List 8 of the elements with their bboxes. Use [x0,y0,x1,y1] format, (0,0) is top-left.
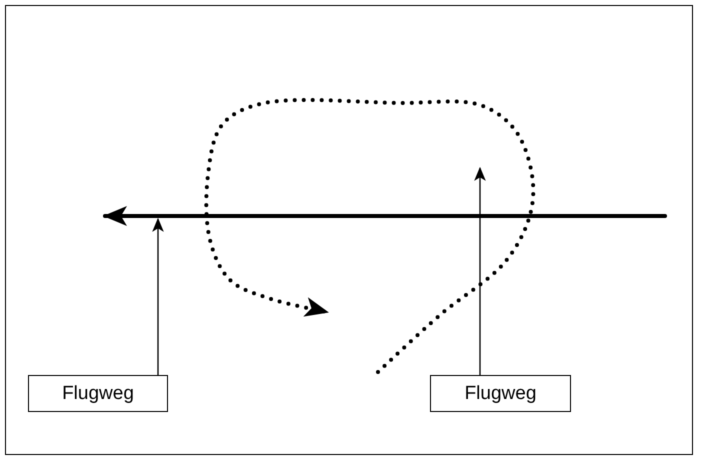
leader-line [474,166,486,375]
label-box [430,375,571,412]
flight-path [204,98,536,374]
label-text: Flugweg [62,382,134,404]
label-text: Flugweg [464,382,536,404]
leader-line [152,218,164,375]
flight-path [103,206,667,226]
label-box [28,375,168,412]
